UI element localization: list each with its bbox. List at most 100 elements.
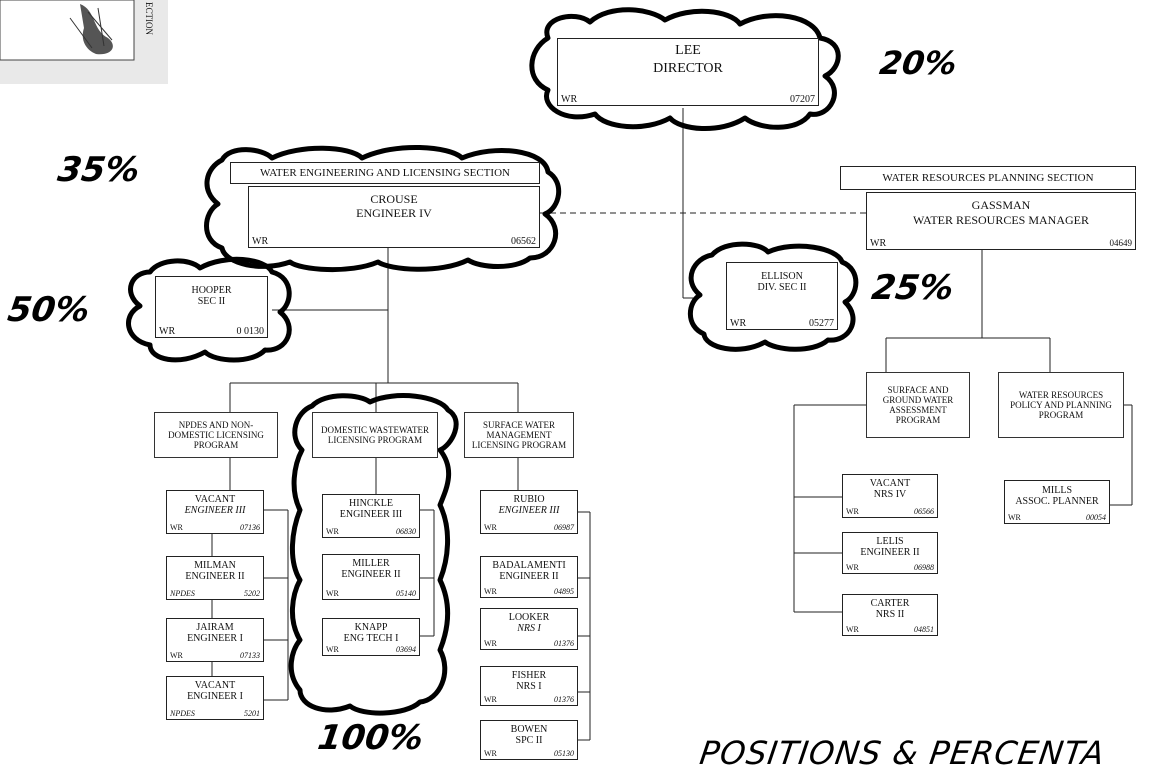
staff-number: 04851 [914, 625, 934, 634]
program-policy[interactable]: WATER RESOURCES POLICY AND PLANNING PROG… [998, 372, 1124, 438]
staff-number: 01376 [554, 695, 574, 704]
staff-title: ENGINEER III [481, 505, 577, 516]
staff-card[interactable]: HINCKLE ENGINEER III WR 06830 [322, 494, 420, 538]
staff-name: MILLS [1005, 485, 1109, 496]
staff-number: 05140 [396, 589, 416, 598]
staff-number: 00054 [1086, 513, 1106, 522]
staff-org: WR [484, 749, 497, 758]
ellison-title: DIV. SEC II [727, 282, 837, 293]
staff-org: WR [1008, 513, 1021, 522]
staff-card[interactable]: VACANT NRS IV WR 06566 [842, 474, 938, 518]
staff-title: ENGINEER I [167, 633, 263, 644]
stamp-text: ECTION [140, 2, 154, 62]
staff-number: 5201 [244, 709, 260, 718]
gassman-org: WR [870, 239, 886, 248]
director-box[interactable]: LEE DIRECTOR WR 07207 [557, 38, 819, 106]
staff-title: ENGINEER II [167, 571, 263, 582]
gassman-number: 04649 [1110, 239, 1133, 248]
staff-title: ENGINEER II [481, 571, 577, 582]
staff-card[interactable]: KNAPP ENG TECH I WR 03694 [322, 618, 420, 656]
staff-number: 04895 [554, 587, 574, 596]
staff-org: WR [326, 589, 339, 598]
staff-name: BADALAMENTI [481, 560, 577, 571]
crouse-name: CROUSE [249, 193, 539, 206]
staff-title: ENGINEER I [167, 691, 263, 702]
staff-card[interactable]: MILMAN ENGINEER II NPDES 5202 [166, 556, 264, 600]
hooper-percent: 50% [5, 290, 92, 330]
staff-card[interactable]: MILLER ENGINEER II WR 05140 [322, 554, 420, 600]
staff-org: WR [846, 507, 859, 516]
director-number: 07207 [790, 95, 815, 104]
crouse-title: ENGINEER IV [249, 207, 539, 220]
crouse-percent: 35% [55, 150, 142, 190]
staff-name: KNAPP [323, 622, 419, 633]
staff-name: JAIRAM [167, 622, 263, 633]
staff-name: VACANT [167, 494, 263, 505]
staff-card[interactable]: JAIRAM ENGINEER I WR 07133 [166, 618, 264, 662]
gassman-box[interactable]: GASSMAN WATER RESOURCES MANAGER WR 04649 [866, 192, 1136, 250]
staff-org: NPDES [170, 709, 195, 718]
staff-name: LELIS [843, 536, 937, 547]
staff-org: WR [484, 587, 497, 596]
crouse-box[interactable]: CROUSE ENGINEER IV WR 06562 [248, 186, 540, 248]
program-domestic[interactable]: DOMESTIC WASTEWATER LICENSING PROGRAM [312, 412, 438, 458]
ellison-name: ELLISON [727, 271, 837, 282]
staff-title: ENGINEER III [323, 509, 419, 520]
staff-card[interactable]: BOWEN SPC II WR 05130 [480, 720, 578, 760]
staff-card[interactable]: VACANT ENGINEER III WR 07136 [166, 490, 264, 534]
staff-card[interactable]: VACANT ENGINEER I NPDES 5201 [166, 676, 264, 720]
planning-section-label: WATER RESOURCES PLANNING SECTION [840, 166, 1136, 190]
program-surface[interactable]: SURFACE WATER MANAGEMENT LICENSING PROGR… [464, 412, 574, 458]
staff-name: CARTER [843, 598, 937, 609]
staff-number: 06830 [396, 527, 416, 536]
ellison-org: WR [730, 319, 746, 328]
staff-title: ENGINEER III [167, 505, 263, 516]
program-npdes[interactable]: NPDES AND NON-DOMESTIC LICENSING PROGRAM [154, 412, 278, 458]
staff-card[interactable]: MILLS ASSOC. PLANNER WR 00054 [1004, 480, 1110, 524]
staff-number: 07136 [240, 523, 260, 532]
staff-title: NRS IV [843, 489, 937, 500]
staff-name: VACANT [167, 680, 263, 691]
staff-title: ENGINEER II [843, 547, 937, 558]
staff-title: NRS II [843, 609, 937, 620]
hooper-title: SEC II [156, 296, 267, 307]
staff-org: NPDES [170, 589, 195, 598]
director-name: LEE [558, 43, 818, 59]
staff-number: 06987 [554, 523, 574, 532]
staff-card[interactable]: LELIS ENGINEER II WR 06988 [842, 532, 938, 574]
footer-note: POSITIONS & PERCENTA [697, 734, 1107, 772]
ellison-box[interactable]: ELLISON DIV. SEC II WR 05277 [726, 262, 838, 330]
staff-card[interactable]: BADALAMENTI ENGINEER II WR 04895 [480, 556, 578, 598]
director-org: WR [561, 95, 577, 104]
staff-org: WR [846, 563, 859, 572]
staff-number: 06988 [914, 563, 934, 572]
director-title: DIRECTOR [558, 61, 818, 77]
staff-org: WR [170, 651, 183, 660]
staff-title: NRS I [481, 681, 577, 692]
staff-number: 07133 [240, 651, 260, 660]
gassman-name: GASSMAN [867, 199, 1135, 212]
staff-card[interactable]: CARTER NRS II WR 04851 [842, 594, 938, 636]
staff-card[interactable]: RUBIO ENGINEER III WR 06987 [480, 490, 578, 534]
staff-title: ENGINEER II [323, 569, 419, 580]
hooper-org: WR [159, 327, 175, 336]
staff-name: MILMAN [167, 560, 263, 571]
staff-org: WR [484, 695, 497, 704]
staff-name: FISHER [481, 670, 577, 681]
staff-org: WR [326, 527, 339, 536]
staff-name: MILLER [323, 558, 419, 569]
staff-card[interactable]: LOOKER NRS I WR 01376 [480, 608, 578, 650]
staff-number: 05130 [554, 749, 574, 758]
hooper-name: HOOPER [156, 285, 267, 296]
domestic-percent: 100% [315, 718, 426, 758]
ellison-percent: 25% [869, 268, 956, 308]
staff-number: 5202 [244, 589, 260, 598]
staff-org: WR [484, 523, 497, 532]
program-assessment[interactable]: SURFACE AND GROUND WATER ASSESSMENT PROG… [866, 372, 970, 438]
hooper-number: 0 0130 [237, 327, 265, 336]
staff-org: WR [326, 645, 339, 654]
staff-org: WR [170, 523, 183, 532]
director-percent: 20% [877, 44, 959, 82]
staff-card[interactable]: FISHER NRS I WR 01376 [480, 666, 578, 706]
hooper-box[interactable]: HOOPER SEC II WR 0 0130 [155, 276, 268, 338]
